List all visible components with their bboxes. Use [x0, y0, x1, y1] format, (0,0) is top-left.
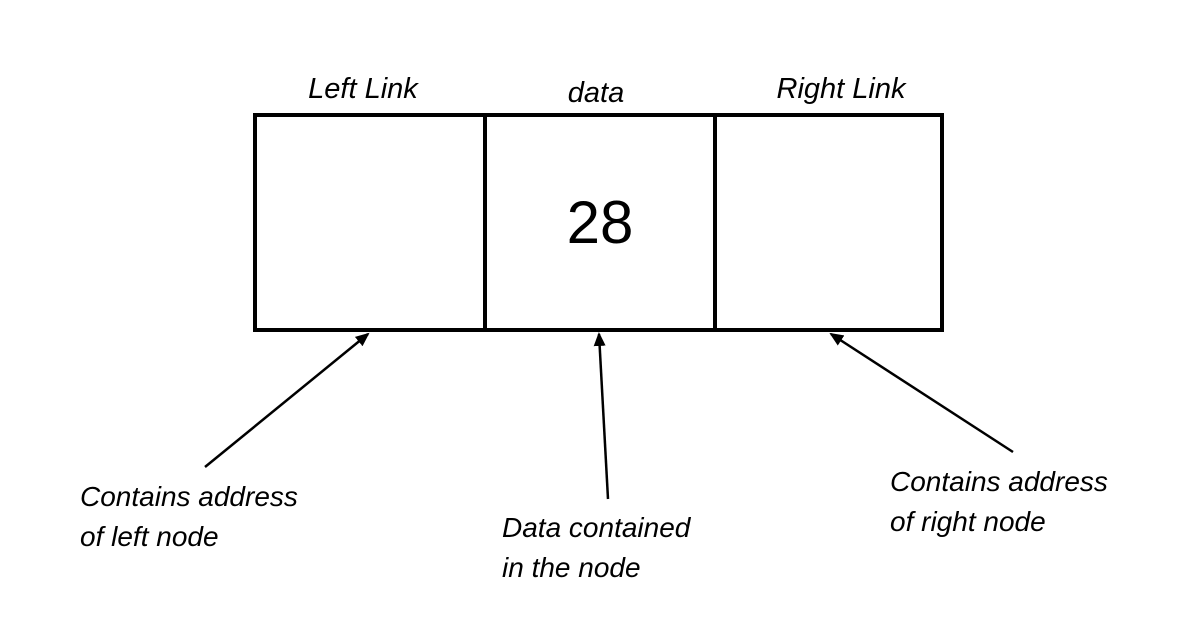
data-annotation: Data contained in the node — [502, 508, 690, 588]
annotation-line: of right node — [890, 506, 1046, 537]
right-link-label: Right Link — [776, 73, 906, 105]
annotation-line: of left node — [80, 521, 219, 552]
data-label: data — [567, 77, 625, 109]
left-link-cell — [257, 117, 487, 328]
doubly-linked-list-node: 28 — [253, 113, 944, 332]
data-cell: 28 — [487, 117, 717, 328]
annotation-line: Contains address — [890, 466, 1108, 497]
annotation-line: Contains address — [80, 481, 298, 512]
left-link-label: Left Link — [308, 73, 418, 105]
data-arrow — [593, 332, 610, 500]
annotation-line: in the node — [502, 552, 641, 583]
annotation-line: Data contained — [502, 512, 691, 543]
node-data-value: 28 — [566, 188, 634, 256]
left-link-arrow — [204, 332, 370, 468]
right-link-arrow — [829, 332, 1014, 454]
left-link-annotation: Contains address of left node — [80, 477, 298, 557]
right-link-annotation: Contains address of right node — [890, 462, 1108, 542]
